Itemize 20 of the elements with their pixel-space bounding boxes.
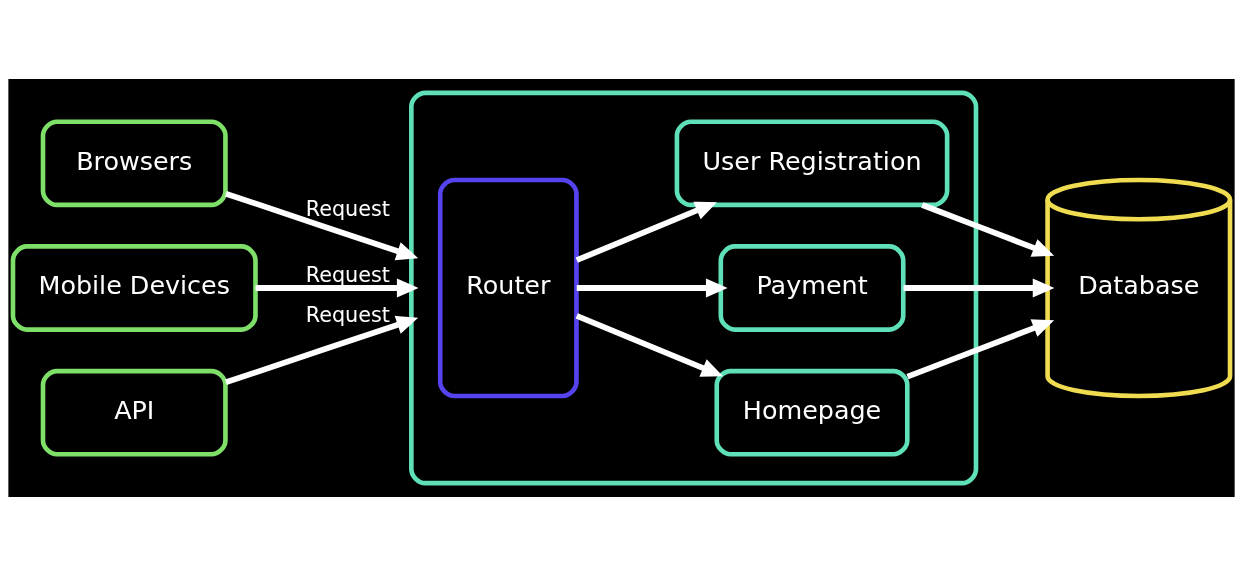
arrow bbox=[224, 315, 419, 385]
node-box: Mobile Devices bbox=[10, 243, 258, 332]
arrow bbox=[224, 190, 419, 260]
edge-label: Request bbox=[305, 262, 391, 287]
arrow bbox=[921, 201, 1055, 257]
edge-label: Request bbox=[305, 302, 391, 327]
node-box: Browsers bbox=[40, 118, 228, 207]
arrow bbox=[255, 278, 419, 297]
arrow bbox=[575, 201, 717, 263]
node-box: Payment bbox=[718, 243, 906, 332]
node-box: API bbox=[40, 368, 228, 457]
node-box: User Registration bbox=[674, 118, 950, 207]
node-box: Router bbox=[437, 177, 579, 398]
arrow bbox=[575, 312, 724, 377]
cluster bbox=[409, 90, 979, 485]
edge-label: Request bbox=[305, 196, 391, 221]
arrow bbox=[903, 278, 1055, 297]
arrow bbox=[906, 318, 1055, 379]
arrow bbox=[576, 278, 728, 297]
node-box: Homepage bbox=[714, 368, 910, 457]
